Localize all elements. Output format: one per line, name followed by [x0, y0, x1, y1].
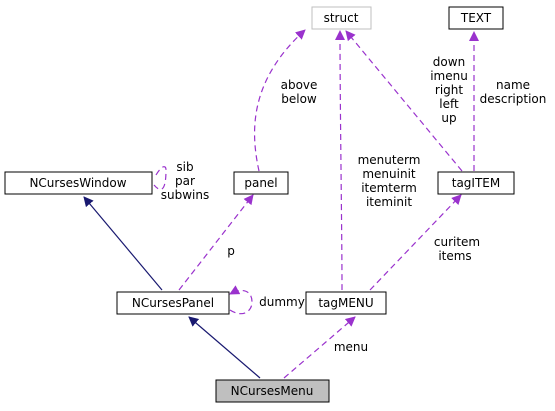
label-itemterm: itemterm — [361, 181, 417, 195]
label-iteminit: iteminit — [366, 195, 412, 209]
node-tag-menu-label: tagMENU — [318, 296, 373, 310]
node-struct[interactable]: struct — [311, 6, 372, 30]
node-ncurses-window-label: NCursesWindow — [29, 176, 126, 190]
label-below: below — [281, 92, 317, 106]
label-dummy: dummy — [259, 295, 305, 309]
edge-ncursesmenu-to-ncursespanel — [188, 316, 261, 379]
label-down: down — [433, 55, 465, 69]
label-left: left — [439, 97, 459, 111]
edge-panel-to-struct — [253, 29, 306, 172]
node-ncurses-panel[interactable]: NCursesPanel — [116, 291, 230, 315]
node-tag-item[interactable]: tagITEM — [437, 171, 515, 195]
inheritance-edges — [83, 196, 261, 379]
label-right: right — [435, 83, 463, 97]
label-sib: sib — [176, 160, 193, 174]
edge-tagmenu-to-struct — [335, 30, 346, 291]
usage-edges — [153, 29, 479, 379]
label-up: up — [441, 111, 456, 125]
node-struct-label: struct — [324, 11, 359, 25]
edge-ncursespanel-to-ncurseswindow — [83, 196, 163, 291]
label-menuterm: menuterm — [358, 153, 421, 167]
label-items: items — [438, 249, 471, 263]
label-menuinit: menuinit — [362, 167, 416, 181]
label-name: name — [496, 78, 530, 92]
edge-ncursesmenu-to-tagmenu — [283, 316, 356, 379]
node-tag-menu[interactable]: tagMENU — [305, 291, 387, 315]
edge-ncursespanel-self — [229, 285, 253, 315]
edge-ncurseswindow-self — [153, 166, 167, 190]
label-above: above — [281, 78, 318, 92]
node-tag-item-label: tagITEM — [452, 176, 500, 190]
edge-tagitem-to-struct — [345, 30, 463, 172]
label-imenu: imenu — [430, 69, 468, 83]
edge-tagmenu-to-tagitem — [369, 194, 462, 291]
label-p: p — [227, 244, 235, 258]
node-text-label: TEXT — [460, 11, 492, 25]
node-ncurses-menu-label: NCursesMenu — [231, 384, 314, 398]
label-subwins: subwins — [161, 188, 209, 202]
node-panel-label: panel — [244, 176, 277, 190]
label-par: par — [175, 174, 195, 188]
edge-ncursespanel-to-panel — [178, 194, 254, 291]
node-ncurses-panel-label: NCursesPanel — [132, 296, 214, 310]
node-panel[interactable]: panel — [233, 171, 289, 195]
label-curitem: curitem — [434, 235, 480, 249]
label-menu: menu — [334, 340, 368, 354]
node-ncurses-window[interactable]: NCursesWindow — [4, 171, 153, 195]
label-description: description — [480, 92, 547, 106]
edge-labels: above below down imenu right left up nam… — [161, 55, 547, 354]
node-text[interactable]: TEXT — [448, 6, 504, 30]
node-ncurses-menu[interactable]: NCursesMenu — [215, 379, 330, 403]
